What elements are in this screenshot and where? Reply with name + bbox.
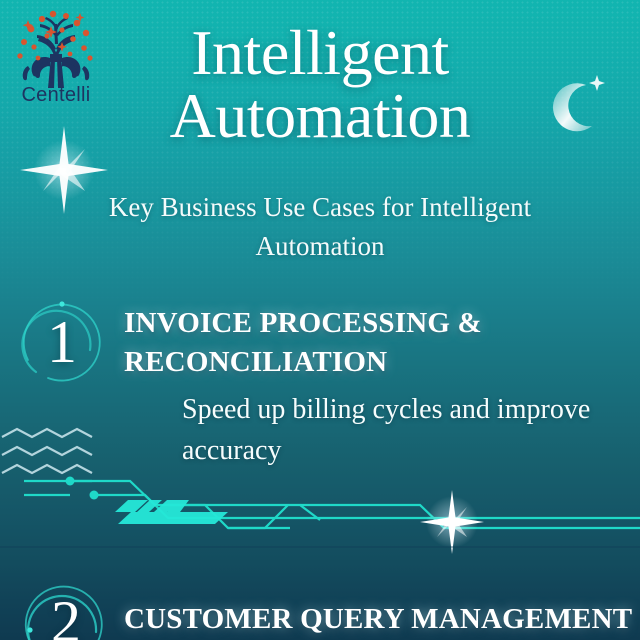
- zigzag-wave-decoration: [1, 427, 93, 475]
- item-description: Speed up billing cycles and improve accu…: [182, 394, 591, 466]
- brand-name: Centelli: [21, 84, 91, 106]
- title-line-1: Intelligent: [191, 17, 449, 88]
- item-title: INVOICE PROCESSING & RECONCILIATION: [124, 307, 482, 379]
- page-title: Intelligent Automation: [0, 21, 640, 151]
- title-line-2: Automation: [169, 79, 471, 151]
- item-number-badge: 1: [18, 298, 106, 386]
- circuit-trace-decoration: [24, 476, 640, 530]
- sparkle-star-icon: [420, 490, 484, 554]
- item-number-badge: 2: [22, 578, 110, 640]
- section-divider: [0, 546, 640, 548]
- page-subtitle: Key Business Use Cases for Intelligent A…: [108, 192, 532, 262]
- circuit-bar-decoration: [115, 500, 228, 524]
- tree-logo-icon: [17, 10, 93, 88]
- item-number: 1: [47, 309, 77, 375]
- item-title: CUSTOMER QUERY MANAGEMENT: [124, 603, 633, 635]
- item-number: 2: [51, 589, 81, 640]
- brand-logo: Centelli: [4, 6, 108, 110]
- circular-arc-icon: [21, 301, 101, 382]
- circular-arc-icon: [24, 585, 103, 640]
